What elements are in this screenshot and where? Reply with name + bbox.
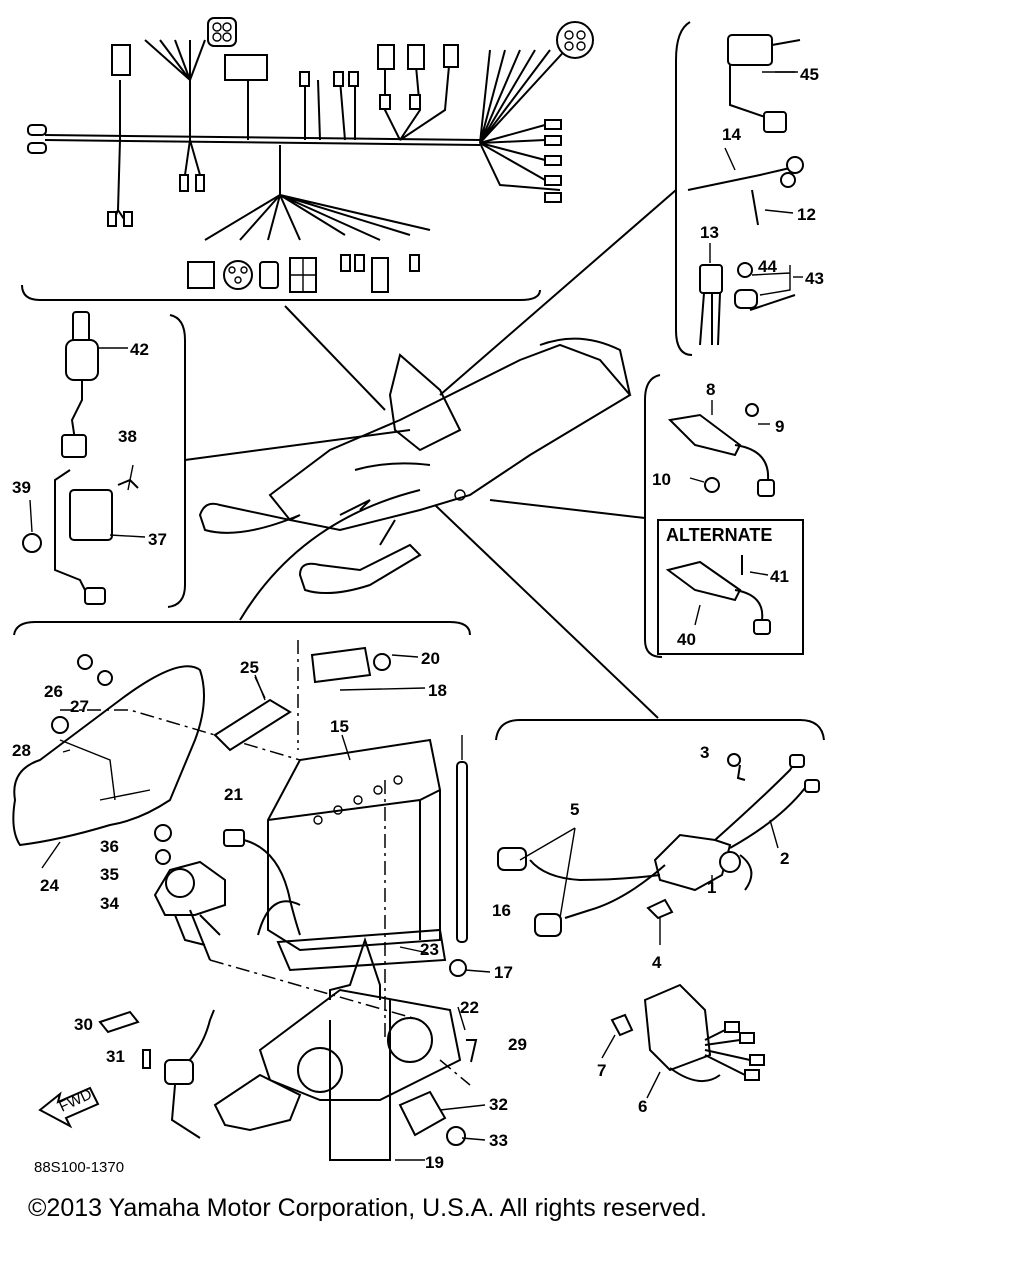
- battery-panel-bracket: [13, 621, 471, 636]
- callout-43: 43: [805, 269, 824, 288]
- callout-38: 38: [118, 427, 137, 446]
- callout-14: 14: [722, 125, 741, 144]
- callout-8: 8: [706, 380, 715, 399]
- callout-4: 4: [652, 953, 662, 972]
- callout-39: 39: [12, 478, 31, 497]
- callout-37: 37: [148, 530, 167, 549]
- callout-41: 41: [770, 567, 789, 586]
- callout-2: 2: [780, 849, 789, 868]
- callout-10: 10: [652, 470, 671, 489]
- ignition-panel-bracket: [167, 314, 186, 608]
- callout-35: 35: [100, 865, 119, 884]
- callout-26: 26: [44, 682, 63, 701]
- callout-22: 22: [460, 998, 479, 1017]
- regulator-group: [657, 400, 804, 655]
- callout-16: 16: [492, 901, 511, 920]
- callout-19: 19: [425, 1153, 444, 1172]
- harness-panel-bracket: [21, 284, 541, 301]
- callout-7: 7: [597, 1061, 606, 1080]
- callout-44: 44: [758, 257, 777, 276]
- ignition-coil-group: [497, 753, 820, 1083]
- callout-17: 17: [494, 963, 513, 982]
- callout-40: 40: [677, 630, 696, 649]
- ignition-coil-panel-bracket: [495, 719, 825, 741]
- alternate-label: ALTERNATE: [666, 525, 772, 545]
- callout-9: 9: [775, 417, 784, 436]
- callout-5: 5: [570, 800, 579, 819]
- wire-harness: [27, 17, 594, 293]
- callout-45: 45: [800, 65, 819, 84]
- callout-13: 13: [700, 223, 719, 242]
- regulator-panel-bracket: [644, 374, 663, 658]
- callout-1: 1: [707, 878, 716, 897]
- callout-leaders: [41, 71, 803, 1161]
- copyright-notice: ©2013 Yamaha Motor Corporation, U.S.A. A…: [28, 1194, 707, 1222]
- callout-42: 42: [130, 340, 149, 359]
- battery-group: [12, 640, 478, 1161]
- callout-31: 31: [106, 1047, 125, 1066]
- callout-3: 3: [700, 743, 709, 762]
- fwd-arrow-icon: [38, 1086, 100, 1129]
- callout-28: 28: [12, 741, 31, 760]
- right-top-panel-bracket: [675, 21, 693, 356]
- callout-23: 23: [420, 940, 439, 959]
- callout-labels: 45 14 12 13 44 43 42 38 39 37 8 9 10 ALT…: [12, 65, 824, 1176]
- panel-brackets: [13, 21, 825, 741]
- callout-21: 21: [224, 785, 243, 804]
- callout-27: 27: [70, 697, 89, 716]
- leader-lines: [184, 189, 677, 719]
- figure-code: 88S100-1370: [34, 1159, 124, 1176]
- callout-29: 29: [508, 1035, 527, 1054]
- callout-12: 12: [797, 205, 816, 224]
- ignition-switch-group: [22, 311, 146, 605]
- callout-36: 36: [100, 837, 119, 856]
- callout-34: 34: [100, 894, 119, 913]
- callout-6: 6: [638, 1097, 647, 1116]
- right-top-group: [687, 34, 804, 346]
- snowmobile-illustration: [198, 337, 632, 594]
- callout-24: 24: [40, 876, 59, 895]
- callout-20: 20: [421, 649, 440, 668]
- callout-18: 18: [428, 681, 447, 700]
- callout-30: 30: [74, 1015, 93, 1034]
- callout-33: 33: [489, 1131, 508, 1150]
- callout-25: 25: [240, 658, 259, 677]
- callout-32: 32: [489, 1095, 508, 1114]
- callout-15: 15: [330, 717, 349, 736]
